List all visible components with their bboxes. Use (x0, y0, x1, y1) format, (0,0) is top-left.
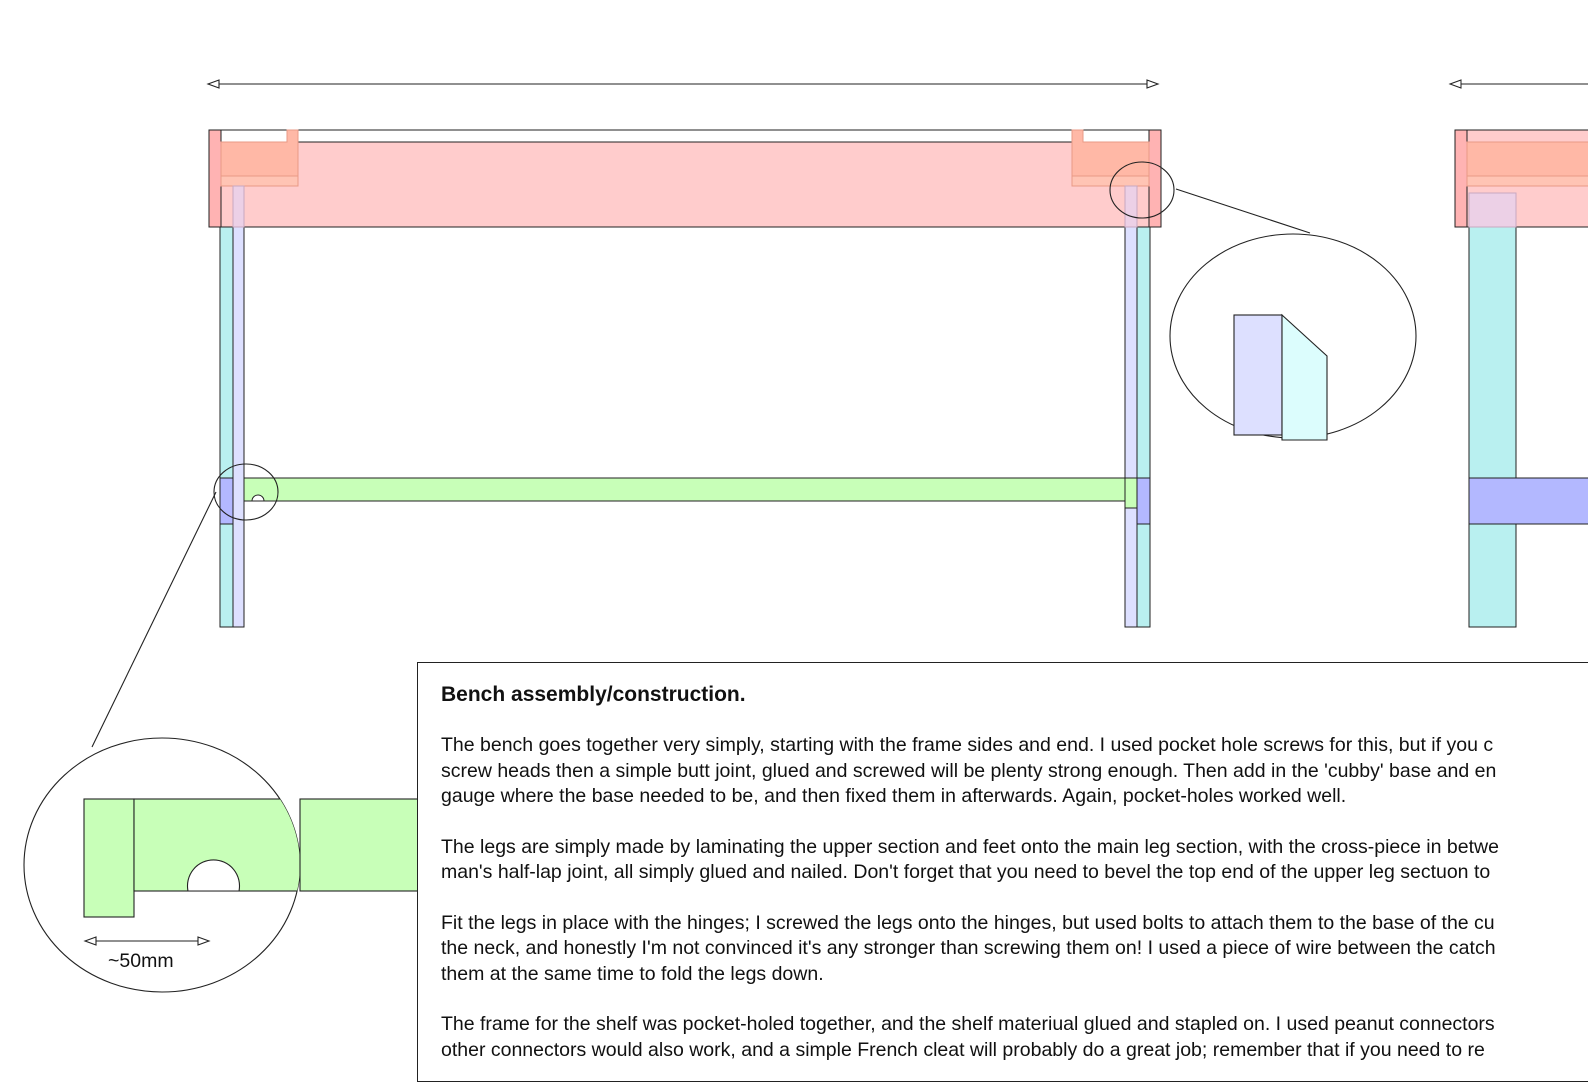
right-leg-outer (1136, 182, 1151, 628)
notes-line: gauge where the base needed to be, and t… (441, 785, 1347, 807)
notes-paragraph: The legs are simply made by laminating t… (441, 835, 1499, 886)
right-leg (1124, 182, 1151, 628)
side-leg (1468, 192, 1517, 628)
bench-diagram (23, 79, 1588, 993)
notes-box: Bench assembly/construction. The bench g… (417, 662, 1588, 1082)
notes-line: other connectors would also work, and a … (441, 1038, 1485, 1061)
halflap-callout-small-circle (213, 463, 279, 521)
top-frame (208, 129, 1162, 228)
notes-line: The frame for the shelf was pocket-holed… (441, 1013, 1495, 1035)
notes-line: The legs are simply made by laminating t… (441, 835, 1499, 858)
dimension-label: ~50mm (108, 950, 174, 972)
notes-paragraph: Fit the legs in place with the hinges; I… (441, 911, 1499, 988)
top-board (220, 129, 1150, 143)
hinge-detail-leg (1233, 314, 1283, 436)
front-dimension-line (206, 79, 1160, 89)
top-rail-left-cap (208, 129, 222, 228)
notes-paragraph: The bench goes together very simply, sta… (441, 733, 1499, 810)
notes-body: The bench goes together very simply, sta… (441, 733, 1499, 1088)
notes-paragraph: The frame for the shelf was pocket-holed… (441, 1012, 1499, 1063)
notes-line: man's half-lap joint, all simply glued a… (441, 861, 1491, 883)
right-leg-inner (1124, 182, 1138, 628)
notes-title: Bench assembly/construction. (441, 683, 746, 706)
hinge-callout-small-circle (1109, 161, 1175, 219)
cross-piece (243, 477, 1138, 509)
left-leg-outer (219, 182, 234, 628)
right-leg-crosspiece-end (1136, 477, 1151, 525)
notes-line: The bench goes together very simply, sta… (441, 734, 1494, 756)
side-view (1448, 79, 1588, 628)
halflap-callout (23, 463, 421, 993)
notes-line: them at the same time to fold the legs d… (441, 962, 824, 985)
notes-line: screw heads then a simple butt joint, gl… (441, 759, 1497, 782)
top-rail-right-cap (1148, 129, 1162, 228)
side-crosspiece (1468, 477, 1588, 525)
notes-line: Fit the legs in place with the hinges; I… (441, 911, 1495, 934)
left-leg-crosspiece-end (219, 477, 234, 525)
left-leg-inner (232, 182, 245, 628)
notes-line: the neck, and honestly I'm not convinced… (441, 937, 1496, 959)
halflap-detail-crosspiece (299, 798, 421, 892)
hinge-detail-bevel (1281, 313, 1328, 441)
top-rail (208, 129, 1162, 228)
hinge-callout (1109, 161, 1417, 441)
left-leg (219, 182, 245, 628)
